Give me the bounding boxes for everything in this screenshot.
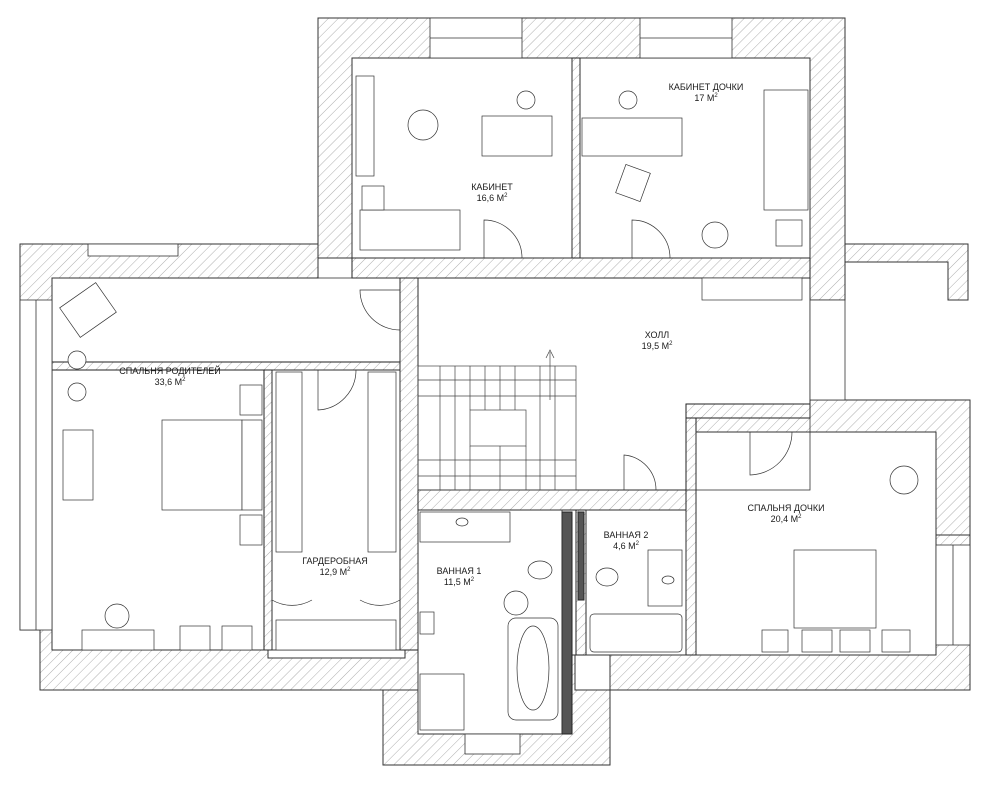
staircase [417, 349, 577, 491]
room-area: 19,5 М2 [641, 341, 673, 351]
exterior-walls [19, 17, 971, 766]
room-area: 17 М2 [694, 93, 718, 103]
room-name: КАБИНЕТ [471, 182, 513, 192]
room-label-kabinet: КАБИНЕТ 16,6 М2 [471, 182, 513, 204]
room-area: 16,6 М2 [476, 193, 508, 203]
room-label-vannaya-2: ВАННАЯ 2 4,6 М2 [604, 530, 649, 552]
room-label-garderobnaya: ГАРДЕРОБНАЯ 12,9 М2 [302, 556, 368, 578]
room-label-spalnya-roditeley: СПАЛЬНЯ РОДИТЕЛЕЙ 33,6 М2 [119, 366, 221, 388]
doors [271, 219, 793, 606]
room-area: 4,6 М2 [613, 541, 639, 551]
room-label-holl: ХОЛЛ 19,5 М2 [642, 330, 673, 352]
room-name: ВАННАЯ 1 [436, 566, 482, 576]
room-label-kabinet-dochki: КАБИНЕТ ДОЧКИ 17 М2 [669, 82, 744, 104]
room-area: 20,4 М2 [770, 514, 802, 524]
room-name: КАБИНЕТ ДОЧКИ [668, 82, 744, 92]
room-name: СПАЛЬНЯ ДОЧКИ [747, 503, 825, 513]
room-name: СПАЛЬНЯ РОДИТЕЛЕЙ [119, 366, 221, 376]
furniture [59, 75, 919, 731]
room-name: ХОЛЛ [644, 330, 670, 340]
room-label-spalnya-dochki: СПАЛЬНЯ ДОЧКИ 20,4 М2 [747, 503, 824, 525]
windows [19, 17, 971, 755]
room-name: ГАРДЕРОБНАЯ [302, 556, 368, 566]
room-area: 33,6 М2 [154, 377, 186, 387]
room-area: 12,9 М2 [319, 567, 351, 577]
room-name: ВАННАЯ 2 [603, 530, 649, 540]
room-area: 11,5 М2 [443, 577, 475, 587]
room-label-vannaya-1: ВАННАЯ 1 11,5 М2 [437, 566, 482, 588]
